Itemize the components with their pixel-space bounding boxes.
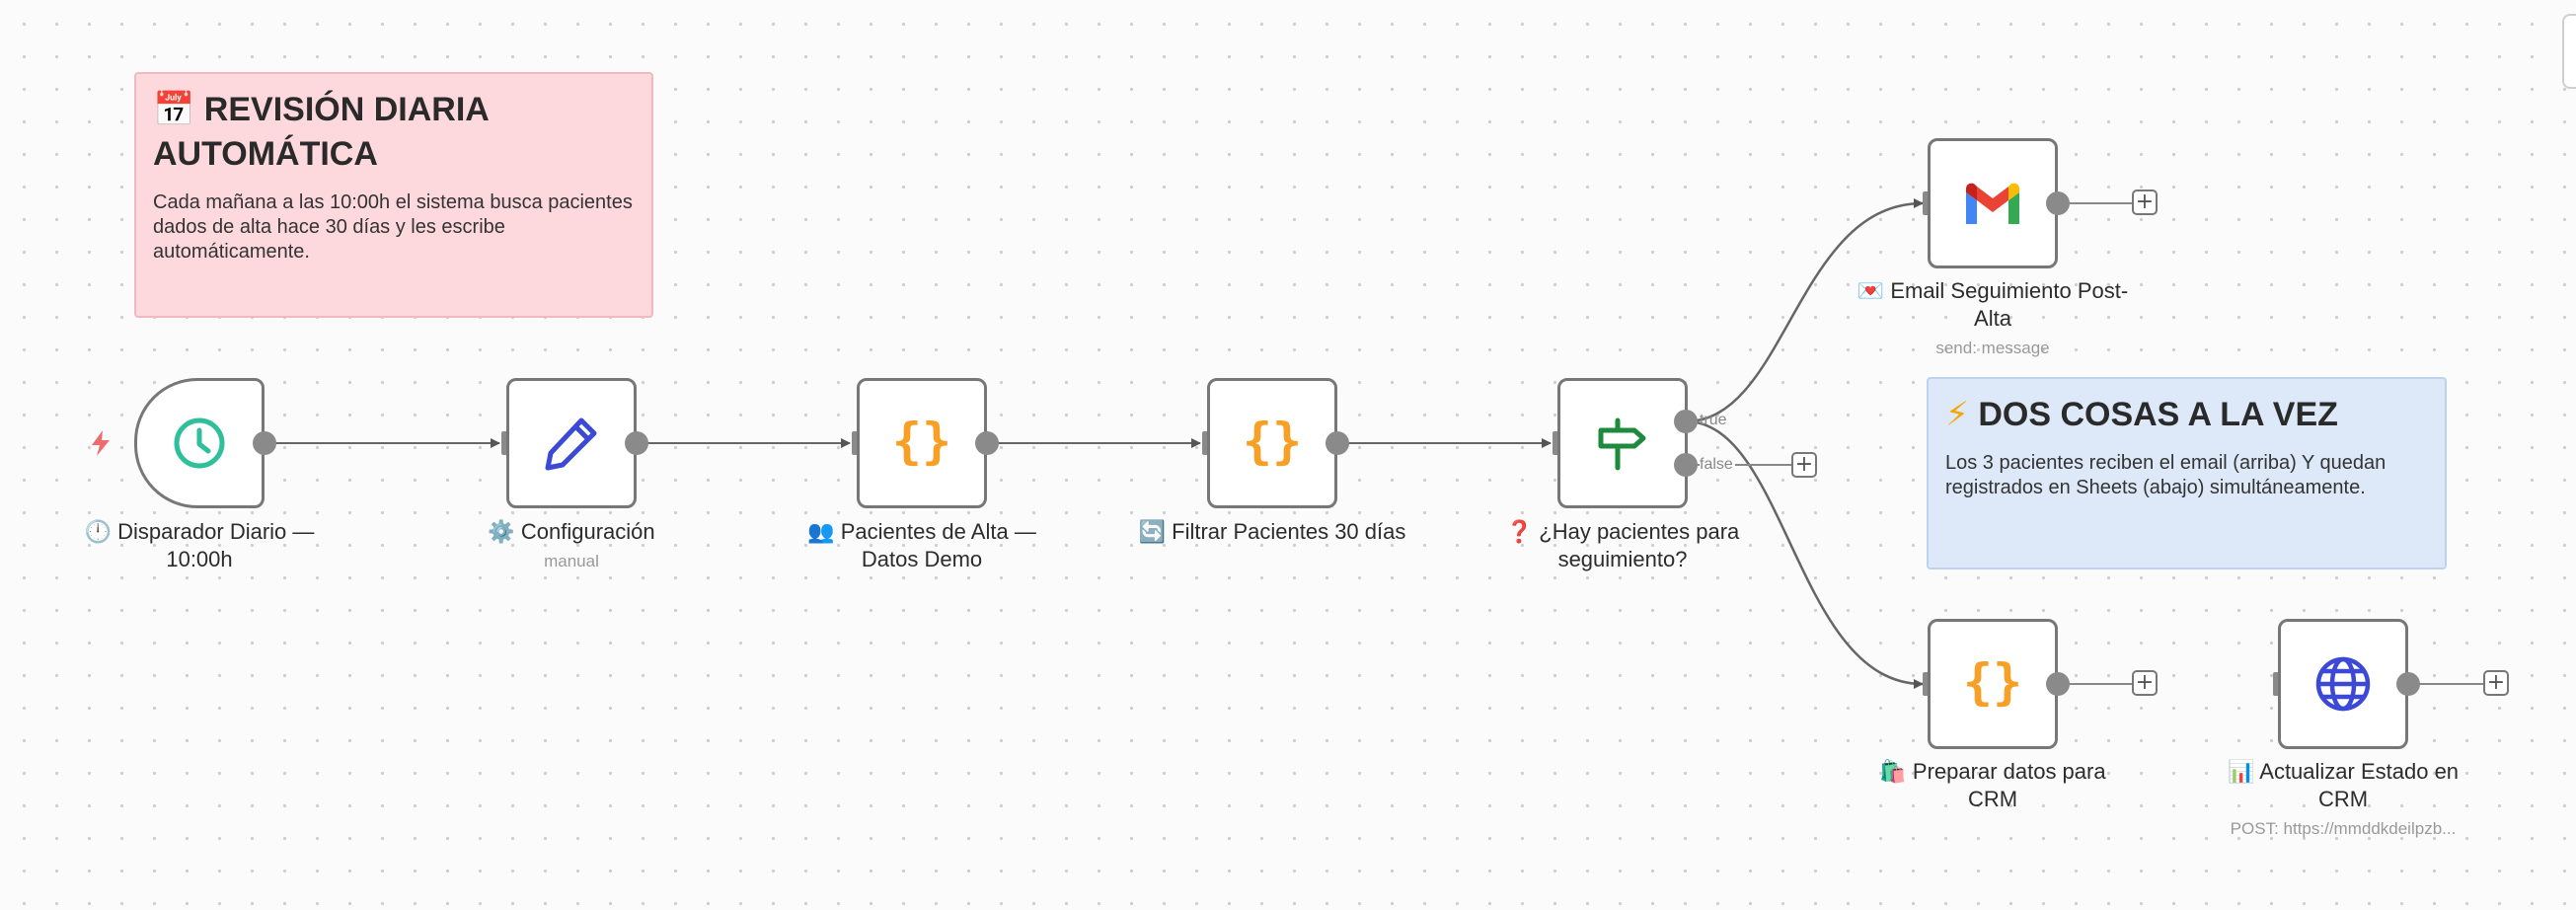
sticky-note-body: Los 3 pacientes reciben el email (arriba… bbox=[1945, 452, 2387, 498]
node-label: 💌 Email Seguimiento Post-Alta bbox=[1856, 278, 2129, 331]
node-condicion-seguimiento[interactable] bbox=[1557, 378, 1688, 508]
gmail-icon bbox=[1966, 183, 2019, 224]
add-node-crm-button[interactable]: + bbox=[2483, 670, 2509, 696]
node-label: 🔄 Filtrar Pacientes 30 días bbox=[1138, 519, 1406, 544]
node-label: ❓ ¿Hay pacientes para seguimiento? bbox=[1505, 519, 1740, 571]
globe-icon bbox=[2315, 656, 2371, 712]
output-port[interactable] bbox=[2046, 191, 2070, 215]
output-port[interactable] bbox=[2396, 672, 2420, 696]
node-subtitle: manual bbox=[544, 552, 599, 570]
node-label: 🕛 Disparador Diario — 10:00h bbox=[84, 519, 315, 571]
output-port[interactable] bbox=[1326, 431, 1349, 455]
signpost-icon bbox=[1598, 417, 1646, 471]
node-subtitle: send: message bbox=[1935, 339, 2050, 357]
node-subtitle: POST: https://mmddkdeilpzb... bbox=[2230, 819, 2457, 838]
svg-text:{}: {} bbox=[1243, 413, 1302, 470]
node-email-seguimiento[interactable] bbox=[1928, 138, 2058, 268]
sticky-note-body: Cada mañana a las 10:00h el sistema busc… bbox=[153, 191, 633, 263]
code-braces-icon: {} bbox=[1243, 413, 1302, 470]
branch-label-false: false bbox=[1700, 456, 1735, 474]
node-actualizar-crm[interactable] bbox=[2278, 619, 2408, 749]
node-configuracion[interactable] bbox=[506, 378, 637, 508]
node-label: 📊 Actualizar Estado en CRM bbox=[2227, 759, 2460, 811]
node-filtrar-pacientes[interactable]: {} bbox=[1207, 378, 1337, 508]
output-port[interactable] bbox=[2046, 672, 2070, 696]
output-port[interactable] bbox=[253, 431, 276, 455]
add-node-false-button[interactable]: + bbox=[1791, 452, 1817, 478]
sticky-note-parallel[interactable]: ⚡ DOS COSAS A LA VEZ Los 3 pacientes rec… bbox=[1927, 377, 2447, 569]
pencil-icon bbox=[545, 417, 597, 471]
node-label: ⚙️ Configuración bbox=[488, 519, 655, 544]
output-port[interactable] bbox=[625, 431, 648, 455]
svg-text:{}: {} bbox=[1963, 653, 2022, 711]
add-node-email-button[interactable]: + bbox=[2132, 190, 2158, 215]
sticky-note-daily-review[interactable]: 📅 REVISIÓN DIARIA AUTOMÁTICA Cada mañana… bbox=[134, 72, 653, 318]
node-pacientes-alta[interactable]: {} bbox=[857, 378, 987, 508]
svg-text:{}: {} bbox=[892, 413, 951, 470]
sticky-note-title: ⚡ DOS COSAS A LA VEZ bbox=[1945, 396, 2338, 433]
code-braces-icon: {} bbox=[1963, 653, 2022, 711]
clock-icon bbox=[174, 417, 225, 469]
output-port[interactable] bbox=[975, 431, 999, 455]
sticky-note-title: 📅 REVISIÓN DIARIA AUTOMÁTICA bbox=[153, 91, 489, 173]
node-preparar-datos-crm[interactable]: {} bbox=[1928, 619, 2058, 749]
node-daily-trigger[interactable] bbox=[134, 378, 265, 508]
add-node-prepare-button[interactable]: + bbox=[2132, 670, 2158, 696]
node-label: 👥 Pacientes de Alta — Datos Demo bbox=[807, 519, 1036, 571]
canvas-side-panel-toggle[interactable] bbox=[2562, 14, 2576, 89]
output-port-true[interactable] bbox=[1674, 410, 1698, 433]
output-port-false[interactable] bbox=[1674, 453, 1698, 477]
trigger-bolt-icon bbox=[92, 430, 110, 456]
branch-label-true: true bbox=[1700, 412, 1727, 428]
node-label: 🛍️ Preparar datos para CRM bbox=[1879, 759, 2106, 811]
code-braces-icon: {} bbox=[892, 413, 951, 470]
